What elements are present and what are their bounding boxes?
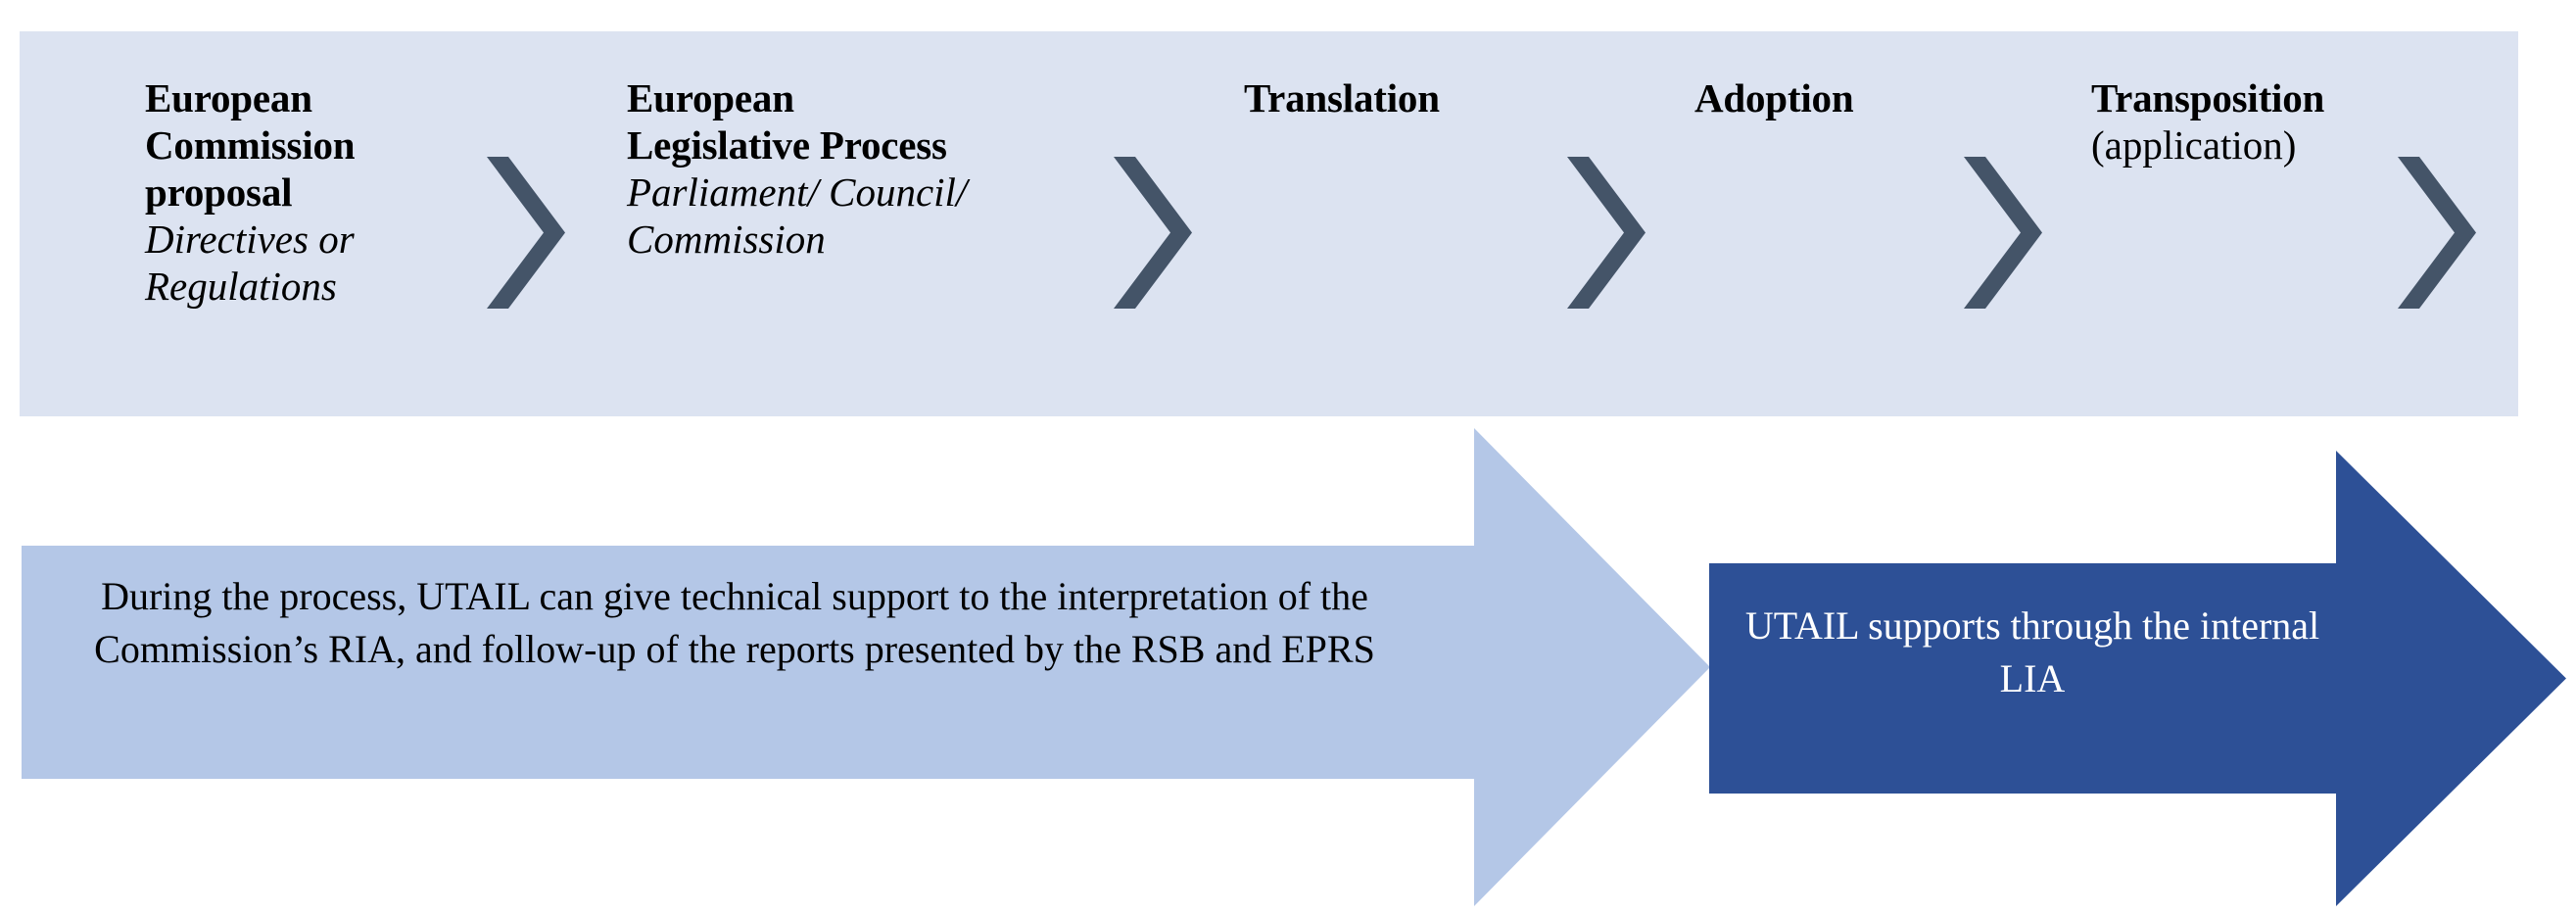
stage-title: Adoption (1694, 75, 1854, 120)
utail-internal-lia-arrow[interactable]: UTAIL supports through the internal LIA (1709, 451, 2566, 906)
process-stage-adoption[interactable]: Adoption (1694, 31, 1979, 416)
stage-title: European Legislative Process (627, 75, 947, 168)
chevron-right-icon (1567, 157, 1646, 309)
process-stage-european-commission-proposal[interactable]: European Commission proposal Directives … (145, 31, 468, 416)
chevron-right-icon (487, 157, 565, 309)
stage-title: Translation (1244, 75, 1440, 120)
chevron-right-icon (1964, 157, 2042, 309)
right-block-arrow-icon (22, 428, 1710, 906)
stage-subtitle: Directives or Regulations (145, 216, 355, 309)
stage-title: Transposition (2091, 75, 2325, 120)
utail-internal-lia-text: UTAIL supports through the internal LIA (1744, 603, 2320, 700)
utail-technical-support-text: During the process, UTAIL can give techn… (94, 574, 1375, 671)
chevron-right-icon (2398, 157, 2476, 309)
chevron-right-icon (1114, 157, 1192, 309)
process-stage-european-legislative-process[interactable]: European Legislative Process Parliament/… (627, 31, 1097, 416)
stage-title: European Commission proposal (145, 75, 356, 215)
right-block-arrow-icon (1709, 451, 2566, 906)
process-stage-translation[interactable]: Translation (1244, 31, 1557, 416)
process-stage-transposition[interactable]: Transposition (application) (2091, 31, 2424, 416)
utail-technical-support-arrow[interactable]: During the process, UTAIL can give techn… (22, 428, 1710, 906)
stage-subtitle: Parliament/ Council/ Commission (627, 169, 968, 262)
stage-subtitle: (application) (2091, 121, 2297, 168)
legislative-process-banner: European Commission proposal Directives … (20, 31, 2518, 416)
